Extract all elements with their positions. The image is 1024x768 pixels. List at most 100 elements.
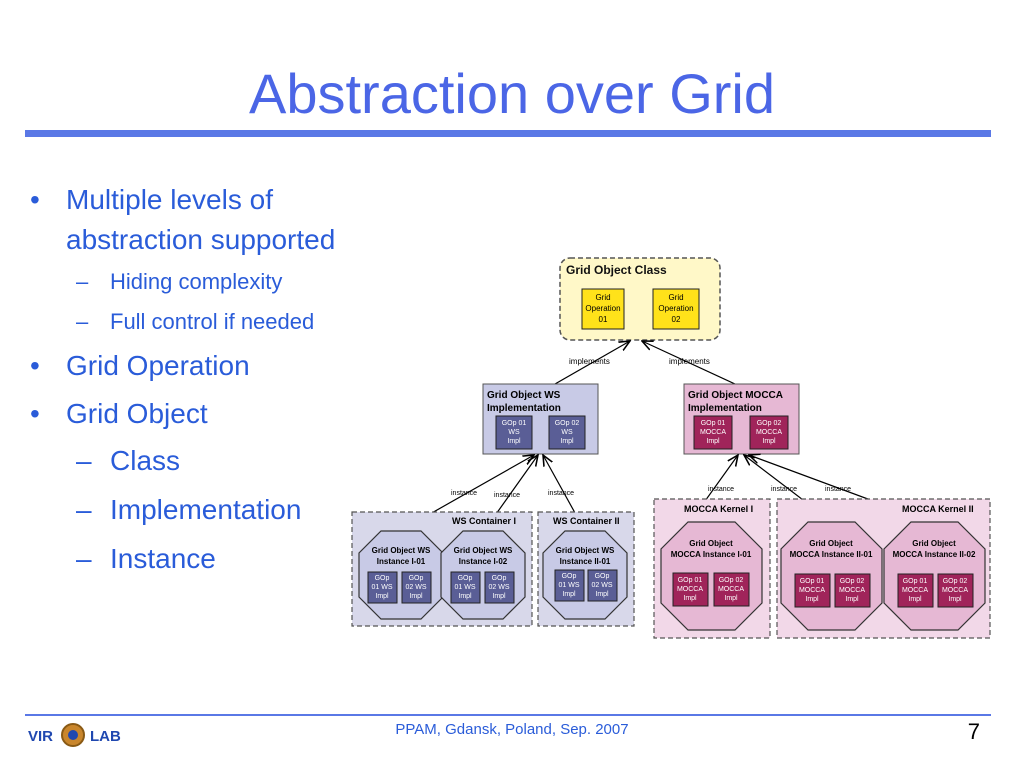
bullet-text: Grid Object (66, 398, 208, 429)
svg-text:Impl: Impl (560, 438, 574, 445)
svg-text:Instance II-01: Instance II-01 (560, 557, 611, 566)
svg-text:Grid: Grid (595, 293, 610, 302)
svg-text:01: 01 (599, 315, 608, 324)
svg-text:01 WS: 01 WS (371, 584, 392, 591)
svg-text:Impl: Impl (706, 438, 720, 445)
subbullet-text: Implementation (110, 494, 302, 525)
svg-text:Impl: Impl (948, 596, 962, 603)
subbullet-full-control: – Full control if needed (30, 302, 370, 342)
svg-text:GOp 01: GOp 01 (903, 578, 928, 585)
svg-text:02 WS: 02 WS (405, 584, 426, 591)
svg-text:GOp 02: GOp 02 (555, 420, 580, 427)
svg-text:Impl: Impl (458, 593, 472, 600)
mocca-instance-II-01: Grid Object MOCCA Instance II-01 GOp 01 … (780, 521, 883, 631)
bullet-text-cont: abstraction supported (66, 224, 336, 255)
svg-text:Grid Object: Grid Object (809, 539, 853, 548)
instance-label-ws-1: instance (451, 490, 477, 497)
virolab-logo: VIR LAB (28, 723, 128, 750)
svg-text:MOCCA Instance II-01: MOCCA Instance II-01 (790, 550, 873, 559)
bullet-dot: • (30, 398, 40, 429)
ws-instance-I-02: Grid Object WS Instance I-02 GOp 01 WS I… (440, 530, 526, 620)
svg-text:Grid Object: Grid Object (912, 539, 956, 548)
svg-text:WS: WS (508, 429, 520, 436)
grid-object-class-box: Grid Object Class Grid Operation 01 Grid… (559, 257, 721, 341)
svg-text:Impl: Impl (724, 595, 738, 602)
instance-label-mocca-1: instance (708, 486, 734, 493)
svg-text:Impl: Impl (595, 591, 609, 598)
subbullet-dash: – (76, 494, 92, 525)
svg-text:MOCCA: MOCCA (902, 587, 928, 594)
mocca-kernel-1-label: MOCCA Kernel I (684, 504, 753, 514)
svg-text:MOCCA: MOCCA (799, 587, 825, 594)
implements-label-ws: implements (569, 357, 610, 366)
footer-text: PPAM, Gdansk, Poland, Sep. 2007 (395, 721, 629, 738)
svg-text:Grid Object WS: Grid Object WS (372, 546, 431, 555)
svg-text:Operation: Operation (658, 304, 693, 313)
svg-text:MOCCA: MOCCA (942, 587, 968, 594)
svg-text:Impl: Impl (492, 593, 506, 600)
svg-text:01 WS: 01 WS (454, 584, 475, 591)
svg-text:Impl: Impl (375, 593, 389, 600)
logo-text-right: LAB (90, 728, 121, 745)
svg-text:Grid Object WS: Grid Object WS (487, 390, 561, 401)
subbullet-instance: – Instance (30, 534, 370, 583)
class-grid-operation-01: Grid Operation 01 (581, 288, 625, 330)
svg-text:GOp: GOp (595, 573, 610, 580)
bullet-text: Multiple levels of (66, 184, 273, 215)
svg-text:Impl: Impl (908, 596, 922, 603)
bullet-multiple-levels: • Multiple levels of abstraction support… (30, 180, 370, 260)
svg-text:Impl: Impl (845, 596, 859, 603)
page-number: 7 (967, 719, 980, 744)
mocca-instance-II-02: Grid Object MOCCA Instance II-02 GOp 01 … (883, 521, 986, 631)
svg-text:Implementation: Implementation (688, 403, 762, 414)
class-grid-operation-02: Grid Operation 02 (652, 288, 700, 330)
subbullet-hiding-complexity: – Hiding complexity (30, 262, 370, 302)
svg-text:Impl: Impl (805, 596, 819, 603)
svg-text:Operation: Operation (585, 304, 620, 313)
svg-text:MOCCA: MOCCA (718, 586, 744, 593)
svg-text:Grid Object WS: Grid Object WS (454, 546, 513, 555)
bullet-list: • Multiple levels of abstraction support… (30, 180, 370, 583)
logo-gear-icon (61, 723, 85, 747)
footer-rule (25, 714, 991, 716)
implements-label-mocca: implements (669, 357, 710, 366)
svg-text:Implementation: Implementation (487, 403, 561, 414)
subbullet-implementation: – Implementation (30, 485, 370, 534)
bullet-grid-object: • Grid Object (30, 394, 370, 434)
svg-text:02 WS: 02 WS (488, 584, 509, 591)
bullet-grid-operation: • Grid Operation (30, 346, 370, 386)
svg-text:MOCCA: MOCCA (756, 429, 782, 436)
svg-text:GOp 02: GOp 02 (943, 578, 968, 585)
svg-text:Impl: Impl (507, 438, 521, 445)
svg-text:Grid: Grid (668, 293, 683, 302)
title-underline (25, 130, 991, 137)
svg-text:01 WS: 01 WS (558, 582, 579, 589)
bullet-dot: • (30, 350, 40, 381)
ws-instance-I-01: Grid Object WS Instance I-01 GOp 01 WS I… (358, 530, 444, 620)
svg-text:MOCCA Instance I-01: MOCCA Instance I-01 (671, 550, 752, 559)
svg-text:Impl: Impl (562, 591, 576, 598)
svg-text:WS: WS (561, 429, 573, 436)
instance-label-mocca-2: instance (771, 486, 797, 493)
subbullet-text: Instance (110, 543, 216, 574)
instance-label-mocca-3: instance (825, 486, 851, 493)
mocca-kernel-2-label: MOCCA Kernel II (902, 504, 974, 514)
mocca-implementation-box: Grid Object MOCCA Implementation GOp 01 … (683, 383, 800, 455)
svg-text:GOp 01: GOp 01 (678, 577, 703, 584)
instance-label-ws-2: instance (494, 492, 520, 499)
svg-text:GOp: GOp (562, 573, 577, 580)
svg-text:GOp: GOp (492, 575, 507, 582)
ws-instance-II-01: Grid Object WS Instance II-01 GOp 01 WS … (542, 530, 628, 620)
svg-text:MOCCA: MOCCA (677, 586, 703, 593)
logo-text-left: VIR (28, 728, 54, 745)
subbullet-text: Hiding complexity (110, 269, 283, 294)
ws-implementation-box: Grid Object WS Implementation GOp 01 WS … (482, 383, 599, 455)
subbullet-dash: – (76, 269, 89, 294)
subbullet-dash: – (76, 309, 89, 334)
implements-arrows (554, 341, 736, 385)
bullet-text: Grid Operation (66, 350, 250, 381)
svg-text:GOp: GOp (409, 575, 424, 582)
subbullet-text: Full control if needed (110, 309, 315, 334)
svg-text:Instance I-02: Instance I-02 (459, 557, 508, 566)
